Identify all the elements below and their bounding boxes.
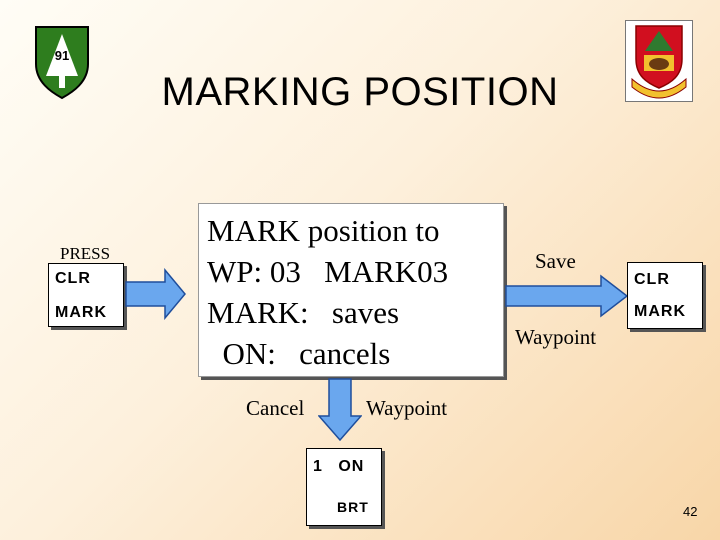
page-title: MARKING POSITION	[161, 70, 559, 114]
right-arrow-icon	[125, 268, 186, 320]
instruction-box: MARK position to WP: 03 MARK03 MARK: sav…	[198, 203, 504, 377]
instruction-line: MARK position to	[207, 213, 440, 248]
page-number: 42	[683, 504, 698, 519]
waypoint-label: Waypoint	[366, 396, 448, 420]
clr-mark-key-box: CLR MARK	[48, 263, 124, 327]
instruction-line: MARK: saves	[207, 295, 400, 330]
key-number: 1	[313, 458, 323, 475]
waypoint-label: Waypoint	[515, 325, 597, 349]
on-brt-key-box: 1 ON BRT	[306, 448, 382, 526]
mark-key-label: MARK	[634, 303, 686, 320]
tree-shield-icon: 91	[35, 26, 89, 100]
clr-mark-key-box: CLR MARK	[627, 262, 703, 329]
save-label: Save	[535, 249, 576, 273]
crest-shield-icon	[631, 25, 687, 99]
cancel-label: Cancel	[246, 396, 305, 420]
right-arrow-icon	[505, 274, 629, 318]
unit-crest-logo	[625, 20, 693, 102]
svg-text:91: 91	[55, 48, 69, 63]
down-arrow-icon	[318, 378, 362, 442]
on-key-label: 1 ON	[313, 458, 364, 476]
division-logo: 91	[33, 24, 91, 100]
on-key-text: ON	[338, 458, 365, 475]
instruction-line: WP: 03 MARK03	[207, 254, 449, 289]
mark-key-label: MARK	[55, 304, 107, 321]
press-label: PRESS	[60, 244, 111, 263]
clr-key-label: CLR	[55, 270, 91, 287]
clr-key-label: CLR	[634, 271, 670, 288]
instruction-line: ON: cancels	[207, 336, 391, 371]
brt-key-label: BRT	[337, 499, 369, 515]
